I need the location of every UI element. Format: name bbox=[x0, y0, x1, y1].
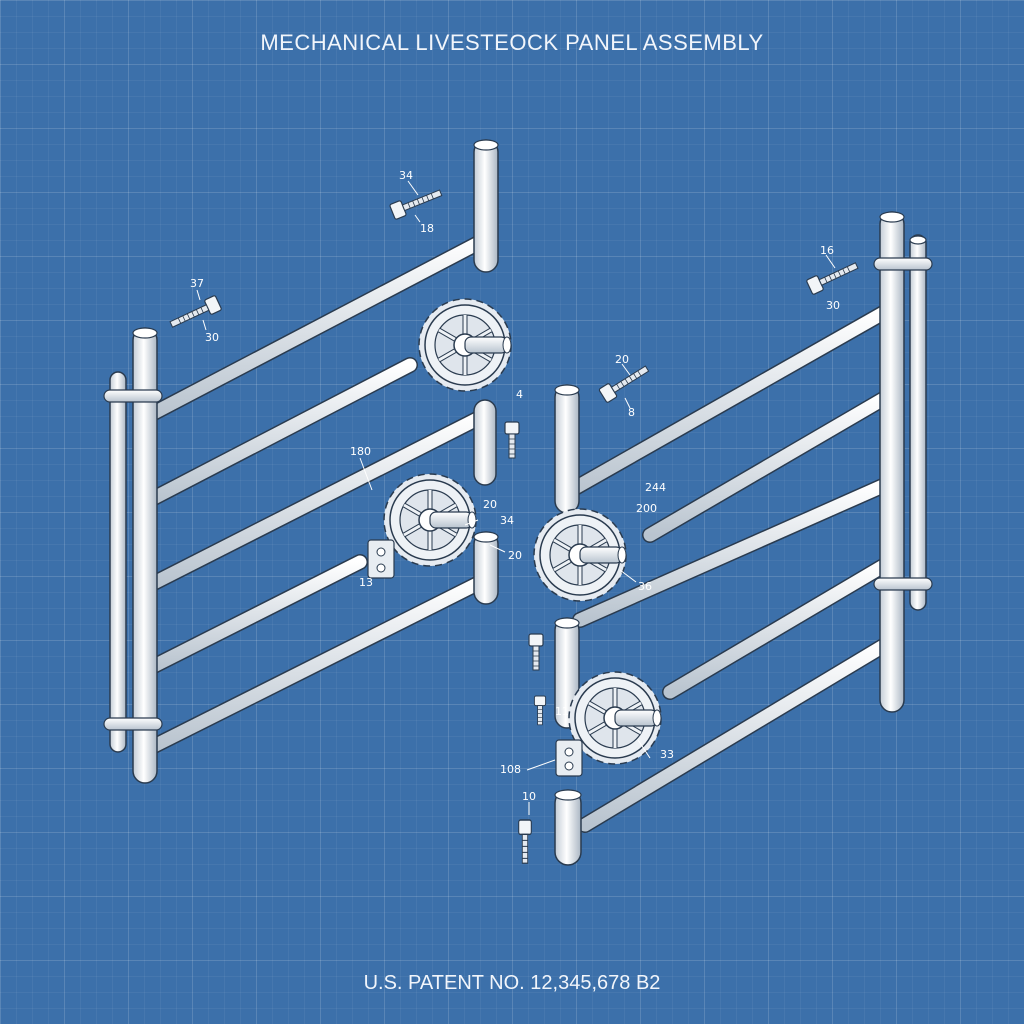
left-upper-gear bbox=[419, 299, 511, 391]
callout-8: 8 bbox=[628, 406, 635, 419]
drawing-title: MECHANICAL LIVESTEOCK PANEL ASSEMBLY bbox=[260, 30, 764, 55]
right-panel bbox=[517, 211, 933, 866]
callout-18: 18 bbox=[420, 222, 434, 235]
callout-108: 108 bbox=[500, 763, 521, 776]
callout-leaders bbox=[196, 180, 836, 815]
right-lower-gear bbox=[569, 672, 661, 764]
left-lower-gear bbox=[384, 474, 476, 566]
callout-20-left-lower: 20 bbox=[508, 549, 522, 562]
left-side-bolt bbox=[167, 294, 223, 333]
left-center-screw bbox=[504, 421, 520, 459]
right-gear-bracket bbox=[555, 739, 583, 777]
right-top-bolt bbox=[805, 257, 861, 296]
callout-10: 10 bbox=[522, 790, 536, 803]
callout-4: 4 bbox=[516, 388, 523, 401]
right-panel-rails bbox=[560, 304, 893, 833]
left-panel-rails bbox=[142, 230, 496, 756]
right-screw-lower bbox=[533, 695, 547, 726]
right-bottom-bolt bbox=[517, 819, 533, 864]
right-upper-gear bbox=[534, 509, 626, 601]
callout-244: 244 bbox=[645, 481, 666, 494]
callout-16: 16 bbox=[820, 244, 834, 257]
right-screw-upper bbox=[528, 633, 544, 671]
patent-number: U.S. PATENT NO. 12,345,678 B2 bbox=[363, 972, 661, 994]
callout-34: 34 bbox=[399, 169, 413, 182]
callout-200: 200 bbox=[636, 502, 657, 515]
left-panel bbox=[103, 139, 520, 784]
callout-37: 37 bbox=[190, 277, 204, 290]
callout-180: 180 bbox=[350, 445, 371, 458]
callout-11: 11 bbox=[555, 705, 569, 718]
callout-13: 13 bbox=[359, 576, 373, 589]
left-panel-posts bbox=[103, 139, 499, 784]
callout-20-left-upper: 20 bbox=[483, 498, 497, 511]
callout-36: 36 bbox=[638, 580, 652, 593]
left-top-bolt bbox=[388, 184, 445, 221]
callout-30: 30 bbox=[205, 331, 219, 344]
left-gear-bracket bbox=[367, 539, 395, 579]
callout-20-right: 20 bbox=[615, 353, 629, 366]
callout-30-right: 30 bbox=[826, 299, 840, 312]
callouts: 34 18 37 30 4 180 20 34 20 13 16 30 20 8… bbox=[190, 169, 840, 803]
right-panel-posts bbox=[554, 211, 933, 866]
callout-34-gear: 34 bbox=[500, 514, 514, 527]
callout-33: 33 bbox=[660, 748, 674, 761]
